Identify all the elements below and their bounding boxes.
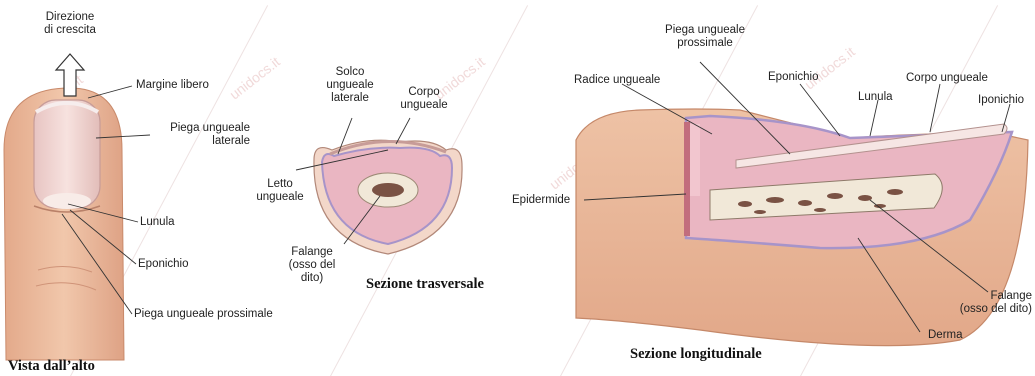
label-piega-prossimale-top: Piega ungueale prossimale (134, 308, 273, 321)
label-falange-cross: Falange (osso del dito) (280, 246, 344, 285)
label-eponichio-top: Eponichio (138, 258, 189, 271)
label-iponichio: Iponichio (978, 94, 1024, 107)
label-lunula-top: Lunula (140, 216, 175, 229)
solco-line-3: laterale (320, 92, 380, 105)
letto-line-2: ungueale (254, 191, 306, 204)
label-lunula-long: Lunula (858, 91, 893, 104)
label-falange-long: Falange (osso del dito) (928, 290, 1032, 316)
caption-sezione-longitudinale: Sezione longitudinale (630, 346, 762, 363)
label-corpo-ungueale-long: Corpo ungueale (906, 72, 988, 85)
corpo-cross-line-2: ungueale (394, 99, 454, 112)
falange-cross-line-1: Falange (280, 246, 344, 259)
label-letto-ungueale: Letto ungueale (254, 178, 306, 204)
label-solco-laterale: Solco ungueale laterale (320, 66, 380, 105)
label-margine-libero: Margine libero (136, 79, 209, 92)
label-corpo-ungueale-cross: Corpo ungueale (394, 86, 454, 112)
falange-cross-line-2: (osso del (280, 259, 344, 272)
label-eponichio-long: Eponichio (768, 71, 819, 84)
letto-line-1: Letto (254, 178, 306, 191)
piega-prossimale-long-line-1: Piega ungueale (650, 24, 760, 37)
label-piega-laterale: Piega ungueale laterale (150, 122, 250, 148)
label-epidermide: Epidermide (512, 194, 570, 207)
falange-long-line-1: Falange (928, 290, 1032, 303)
label-derma: Derma (928, 329, 963, 342)
solco-line-2: ungueale (320, 79, 380, 92)
corpo-cross-line-1: Corpo (394, 86, 454, 99)
lunula-shape (43, 193, 91, 209)
piega-laterale-line-2: laterale (150, 135, 250, 148)
label-piega-prossimale-long: Piega ungueale prossimale (650, 24, 760, 50)
cross-section (314, 140, 462, 254)
falange-long-line-2: (osso del dito) (928, 303, 1032, 316)
caption-vista-alto: Vista dall’alto (8, 358, 95, 375)
label-radice-ungueale: Radice ungueale (574, 74, 660, 87)
nail-plate (34, 100, 100, 208)
growth-direction-label: Direzione di crescita (40, 11, 100, 37)
solco-line-1: Solco (320, 66, 380, 79)
piega-laterale-line-1: Piega ungueale (150, 122, 250, 135)
growth-line-2: di crescita (40, 24, 100, 37)
caption-sezione-trasversale: Sezione trasversale (366, 276, 484, 293)
growth-line-1: Direzione (40, 11, 100, 24)
piega-prossimale-long-line-2: prossimale (650, 37, 760, 50)
falange-cross-line-3: dito) (280, 272, 344, 285)
finger-top-view (4, 88, 124, 360)
